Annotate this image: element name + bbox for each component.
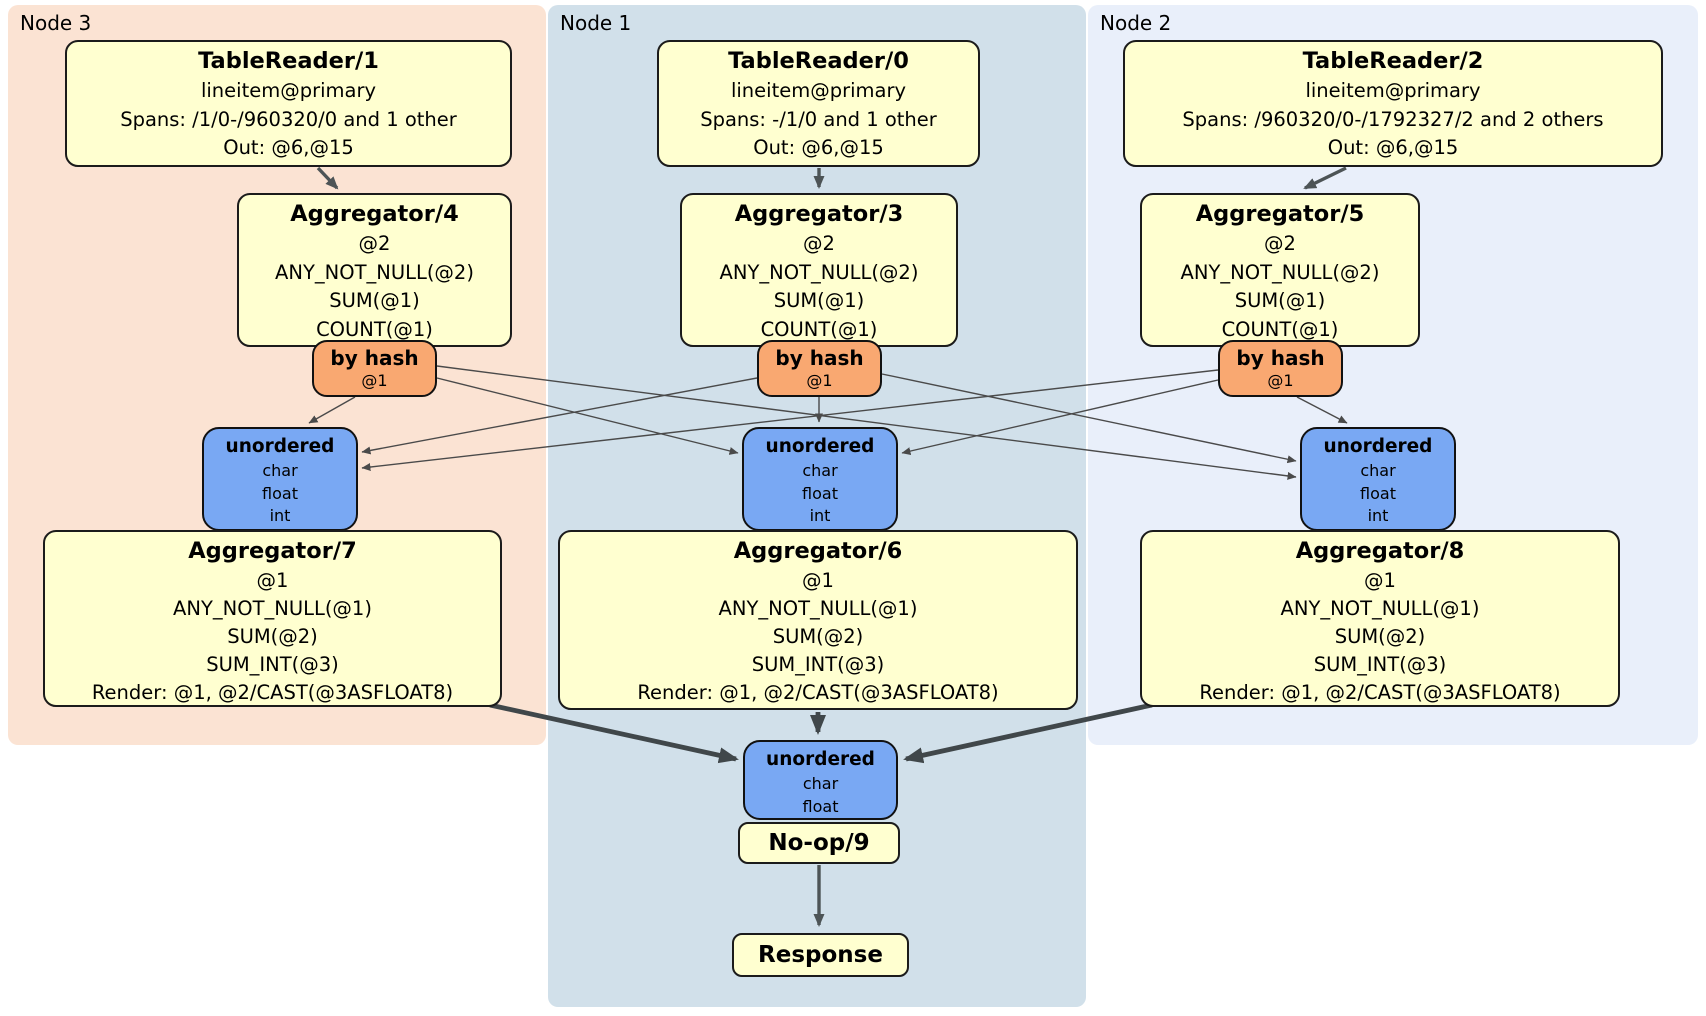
unordered-sync-node2: unordered char float int [1300, 427, 1456, 531]
response-box: Response [732, 933, 909, 977]
sync-column: char [262, 461, 298, 480]
router-key: @1 [361, 371, 388, 390]
node3-panel-label: Node 3 [20, 11, 92, 35]
processor-detail: lineitem@primary [730, 79, 907, 102]
router-key: @1 [1267, 371, 1294, 390]
table-reader-0-box: TableReader/0 lineitem@primary Spans: -/… [657, 40, 980, 167]
node2-panel-label: Node 2 [1100, 11, 1172, 35]
processor-detail: ANY_NOT_NULL(@2) [275, 260, 474, 284]
processor-detail: ANY_NOT_NULL(@1) [1280, 597, 1480, 620]
processor-detail: SUM_INT(@3) [206, 653, 339, 676]
processor-detail: SUM(@1) [329, 289, 420, 312]
aggregator-4-box: Aggregator/4 @2 ANY_NOT_NULL(@2) SUM(@1)… [237, 193, 512, 347]
processor-detail: ANY_NOT_NULL(@1) [173, 597, 372, 620]
table-reader-2-box: TableReader/2 lineitem@primary Spans: /9… [1123, 40, 1663, 167]
processor-detail: Spans: /960320/0-/1792327/2 and 2 others [1182, 107, 1604, 131]
sync-column: float [802, 796, 839, 816]
processor-title: Aggregator/8 [1295, 538, 1465, 564]
sync-column: char [802, 461, 838, 480]
sync-column: float [802, 483, 838, 503]
sync-label: unordered [1323, 436, 1433, 457]
unordered-sync-final: unordered char float [743, 740, 898, 820]
processor-title: TableReader/1 [198, 48, 379, 74]
hash-router-node3: by hash @1 [312, 340, 437, 397]
hash-router-node2: by hash @1 [1218, 340, 1343, 397]
processor-title: Aggregator/7 [188, 538, 357, 564]
processor-detail: SUM(@1) [773, 289, 865, 312]
sync-column: int [809, 506, 831, 525]
sync-label: unordered [765, 436, 875, 457]
processor-detail: @2 [358, 232, 391, 255]
processor-detail: Render: @1, @2/CAST(@3ASFLOAT8) [637, 681, 999, 704]
processor-title: Aggregator/6 [733, 538, 903, 564]
aggregator-7-box: Aggregator/7 @1 ANY_NOT_NULL(@1) SUM(@2)… [43, 530, 502, 707]
processor-title: Aggregator/3 [734, 201, 904, 227]
sync-column: float [1360, 483, 1396, 503]
processor-detail: ANY_NOT_NULL(@2) [719, 260, 919, 284]
processor-detail: Spans: /1/0-/960320/0 and 1 other [120, 107, 457, 131]
processor-detail: COUNT(@1) [760, 317, 878, 341]
processor-title: TableReader/2 [1302, 48, 1484, 74]
aggregator-8-box: Aggregator/8 @1 ANY_NOT_NULL(@1) SUM(@2)… [1140, 530, 1620, 707]
processor-detail: @2 [1264, 232, 1296, 255]
processor-title: Aggregator/4 [290, 201, 459, 227]
aggregator-3-box: Aggregator/3 @2 ANY_NOT_NULL(@2) SUM(@1)… [680, 193, 958, 347]
processor-detail: SUM(@2) [772, 625, 864, 648]
processor-detail: SUM(@1) [1234, 289, 1326, 312]
processor-detail: SUM_INT(@3) [1313, 653, 1447, 676]
processor-detail: @1 [1364, 569, 1396, 592]
processor-detail: lineitem@primary [1305, 79, 1481, 102]
processor-title: Aggregator/5 [1195, 201, 1365, 227]
unordered-sync-node1: unordered char float int [742, 427, 898, 531]
sync-label: unordered [225, 436, 335, 457]
sync-column: int [269, 506, 291, 525]
processor-detail: ANY_NOT_NULL(@1) [718, 597, 918, 620]
sync-column: float [262, 483, 298, 503]
sync-label: unordered [766, 749, 875, 770]
processor-detail: Out: @6,@15 [1327, 136, 1459, 159]
processor-detail: Render: @1, @2/CAST(@3ASFLOAT8) [1199, 681, 1561, 704]
processor-detail: COUNT(@1) [1221, 317, 1339, 341]
processor-detail: SUM_INT(@3) [751, 653, 885, 676]
processor-detail: @1 [802, 569, 834, 592]
processor-title: TableReader/0 [728, 48, 909, 74]
sync-column: char [1360, 461, 1396, 480]
sync-column: char [802, 774, 839, 793]
processor-detail: Out: @6,@15 [223, 136, 354, 159]
processor-detail: Render: @1, @2/CAST(@3ASFLOAT8) [91, 681, 454, 704]
processor-detail: SUM(@2) [1334, 625, 1426, 648]
processor-detail: Spans: -/1/0 and 1 other [700, 107, 937, 131]
processor-detail: Out: @6,@15 [753, 136, 884, 159]
router-label: by hash [330, 346, 419, 370]
processor-detail: @2 [803, 232, 835, 255]
router-label: by hash [775, 346, 864, 370]
noop-9-box: No-op/9 [738, 822, 900, 864]
aggregator-5-box: Aggregator/5 @2 ANY_NOT_NULL(@2) SUM(@1)… [1140, 193, 1420, 347]
node1-panel-label: Node 1 [560, 11, 632, 35]
processor-detail: SUM(@2) [227, 625, 318, 648]
hash-router-node1: by hash @1 [757, 340, 882, 397]
sync-column: int [1367, 506, 1389, 525]
processor-detail: ANY_NOT_NULL(@2) [1180, 260, 1380, 284]
processor-detail: @1 [256, 569, 289, 592]
processor-detail: lineitem@primary [200, 79, 377, 102]
router-label: by hash [1236, 346, 1325, 370]
processor-detail: COUNT(@1) [316, 317, 433, 341]
unordered-sync-node3: unordered char float int [202, 427, 358, 531]
table-reader-1-box: TableReader/1 lineitem@primary Spans: /1… [65, 40, 512, 167]
router-key: @1 [806, 371, 833, 390]
aggregator-6-box: Aggregator/6 @1 ANY_NOT_NULL(@1) SUM(@2)… [558, 530, 1078, 710]
